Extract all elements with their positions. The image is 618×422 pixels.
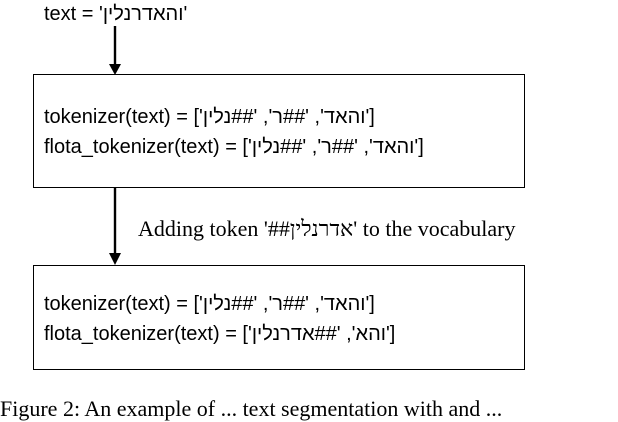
arrow-to-second-box (109, 188, 121, 265)
input-text-label: text = 'והאדרנלין' (44, 2, 187, 26)
tokenization-box-before: tokenizer(text) = ['והאד', '##ר', '##נלי… (33, 74, 525, 188)
tokenizer-output-before: tokenizer(text) = ['והאד', '##ר', '##נלי… (44, 106, 375, 128)
vocabulary-update-label: Adding token '##אדרנלין' to the vocabula… (138, 216, 516, 241)
flota-output-before: flota_tokenizer(text) = ['והאד', '##ר', … (44, 136, 424, 158)
arrow-to-first-box (109, 26, 121, 75)
input-text-value: text = 'והאדרנלין' (44, 3, 188, 25)
tokenizer-output-after: tokenizer(text) = ['והאד', '##ר', '##נלי… (44, 293, 375, 315)
figure-caption: Figure 2: An example of ... text segment… (0, 396, 503, 421)
tokenization-box-after: tokenizer(text) = ['והאד', '##ר', '##נלי… (33, 265, 525, 370)
flota-output-after: flota_tokenizer(text) = ['והא', '##אדרנל… (44, 323, 396, 345)
